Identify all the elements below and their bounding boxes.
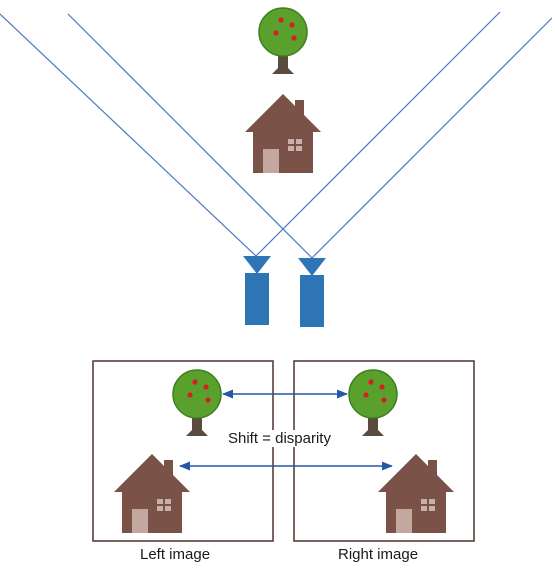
right-image-frame [293,360,475,542]
left-camera-icon [243,256,271,325]
right-image-tree-icon [348,369,398,437]
left-image-house-icon [114,454,190,533]
view-rays [0,11,553,259]
disparity-label: Shift = disparity [226,430,333,447]
left-camera-ray-right [255,11,501,257]
left-image-label: Left image [140,546,211,563]
right-camera-icon [298,258,326,327]
scene-house-icon [245,94,321,173]
left-image-tree-icon [172,369,222,437]
left-image-frame [92,360,274,542]
right-image-label: Right image [338,546,419,563]
scene-tree-icon [258,7,308,75]
right-camera-ray-right [311,17,553,259]
left-camera-ray-left [0,13,257,257]
right-camera-ray-left [67,13,313,259]
